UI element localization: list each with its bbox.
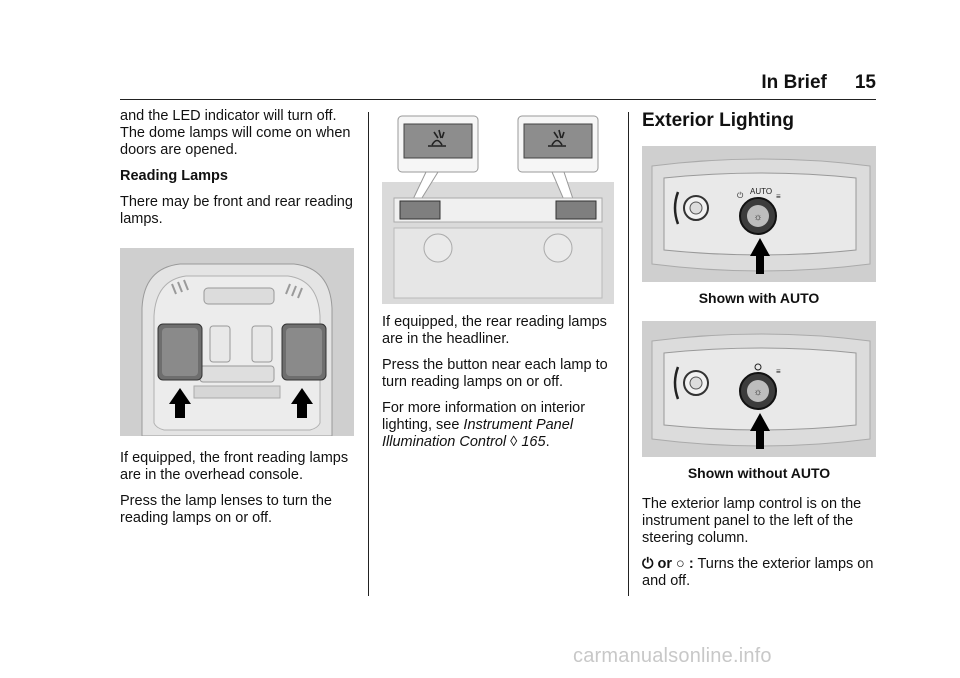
section-title: In Brief <box>761 72 827 93</box>
column-2: If equipped, the rear reading lamps are … <box>382 108 614 460</box>
header-rule <box>120 99 876 100</box>
rear-headliner-lamps-figure <box>382 115 614 304</box>
caption-with-auto: Shown with AUTO <box>698 290 820 306</box>
exterior-lamp-control-figure: ☼ ≡ <box>642 321 876 457</box>
page-number: 15 <box>854 72 876 93</box>
off-ring-icon: ○ <box>676 556 685 572</box>
svg-text:≡: ≡ <box>776 367 781 376</box>
svg-text:☼: ☼ <box>753 212 762 223</box>
reading-lamps-text: There may be front and rear reading lamp… <box>120 194 353 227</box>
column-3: Exterior Lighting ☼ ⏻ AUTO ≡ Shown with … <box>642 108 876 599</box>
column-divider-2 <box>628 112 629 596</box>
lamp-control-desc: ⏻ or ○ : Turns the exterior lamps on and… <box>642 556 874 589</box>
power-off-icon: ⏻ <box>642 556 654 572</box>
column-divider-1 <box>368 112 369 596</box>
exterior-lighting-heading: Exterior Lighting <box>642 110 794 131</box>
svg-text:☼: ☼ <box>753 387 762 398</box>
press-lenses-text: Press the lamp lenses to turn the readin… <box>120 493 332 526</box>
svg-text:≡: ≡ <box>776 192 781 201</box>
cross-reference-page[interactable]: 165 <box>521 434 546 450</box>
front-lamps-text: If equipped, the front reading lamps are… <box>120 450 349 483</box>
caption-without-auto: Shown without AUTO <box>687 465 831 481</box>
svg-text:⏻: ⏻ <box>737 191 744 200</box>
press-button-text: Press the button near each lamp to turn … <box>382 357 608 390</box>
lamp-control-location-text: The exterior lamp control is on the inst… <box>642 496 862 546</box>
watermark: carmanualsonline.info <box>573 645 772 667</box>
rear-lamps-text: If equipped, the rear reading lamps are … <box>382 314 607 347</box>
running-header: In Brief 15 <box>761 72 876 94</box>
exterior-lamp-control-auto-figure: ☼ ⏻ AUTO ≡ <box>642 146 876 282</box>
intro-text: and the LED indicator will turn off. The… <box>120 108 351 158</box>
auto-mark-label: AUTO <box>750 187 772 196</box>
column-1: and the LED indicator will turn off. The… <box>120 108 358 536</box>
page-ref-symbol: ◊ <box>510 434 518 450</box>
reading-lamps-heading: Reading Lamps <box>120 168 228 184</box>
overhead-console-figure <box>120 248 354 436</box>
cross-reference-link[interactable]: Instrument Panel Illumination Control <box>382 417 574 450</box>
more-info-text: For more information on interior lightin… <box>382 400 586 450</box>
